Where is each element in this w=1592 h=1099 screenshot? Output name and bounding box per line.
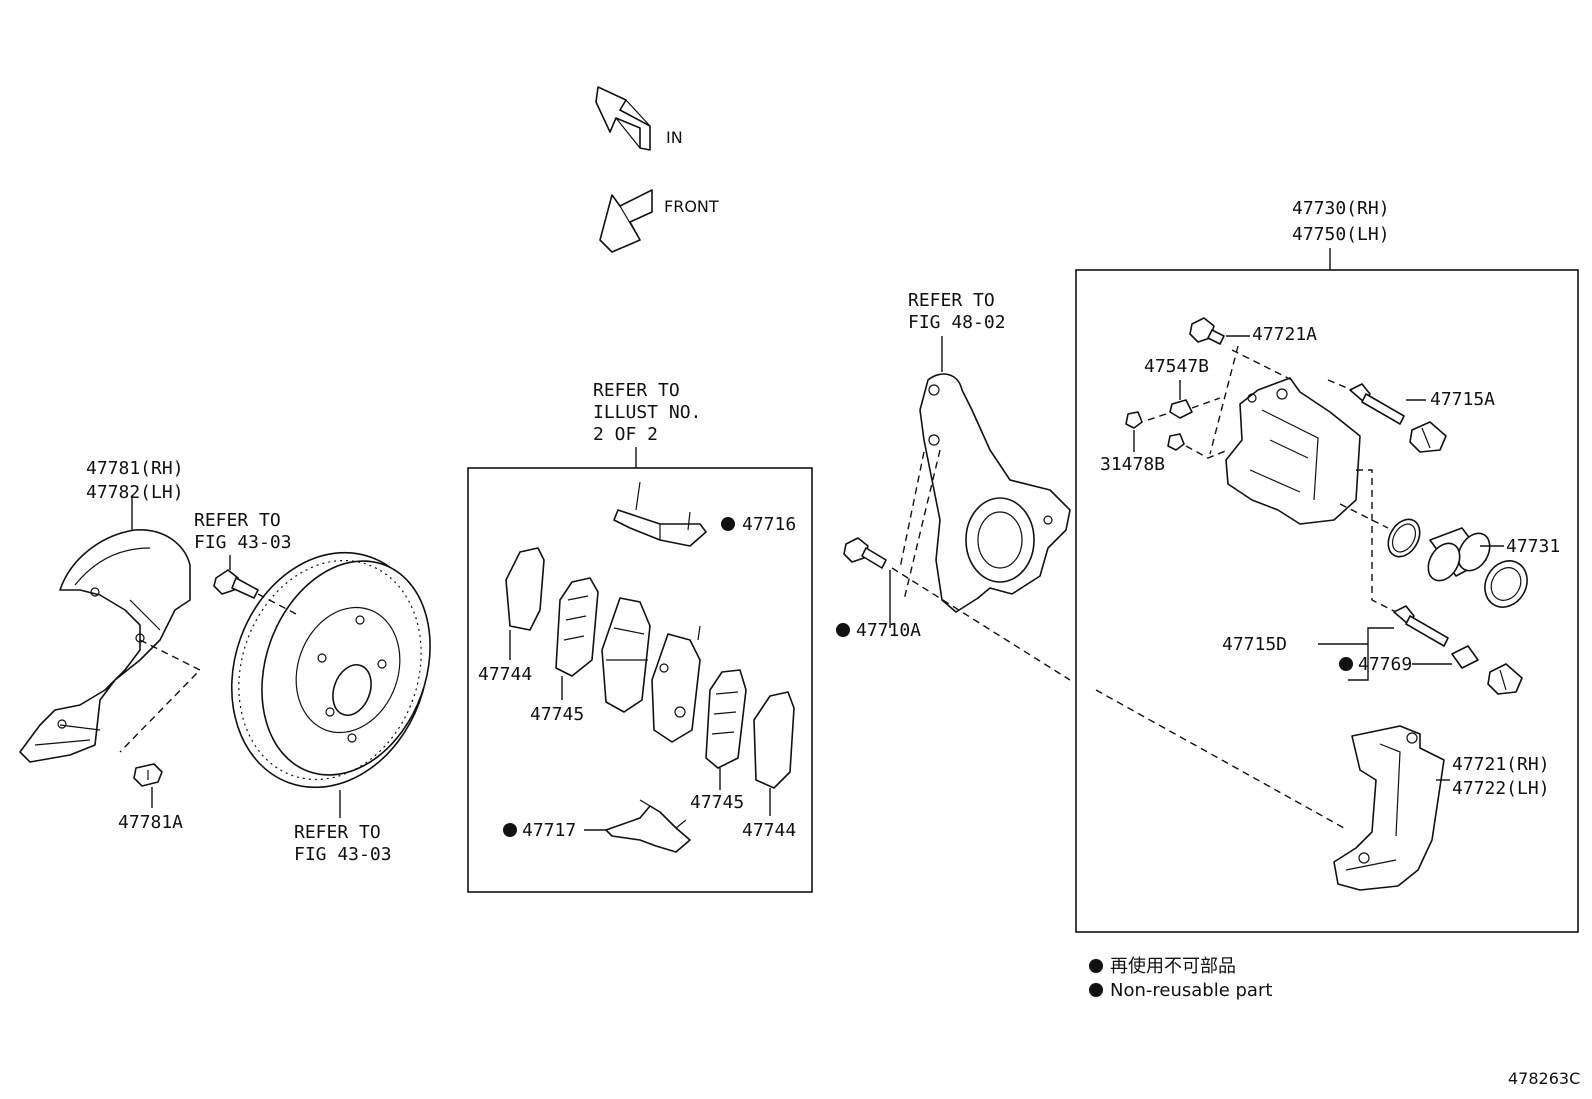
pad-shim-outer-left — [505, 547, 545, 631]
label-47547b: 47547B — [1144, 356, 1209, 377]
label-47716: 47716 — [742, 514, 796, 535]
pad-spring-lower — [605, 799, 691, 853]
legend-japanese: 再使用不可部品 — [1110, 956, 1236, 977]
label-47710a: 47710A — [856, 620, 921, 641]
label-47782-lh: 47782(LH) — [86, 482, 184, 503]
ref-illust-line2: ILLUST NO. — [593, 402, 701, 423]
label-47730-rh: 47730(RH) — [1292, 198, 1390, 219]
slide-pin-lower — [1393, 605, 1449, 647]
label-47750-lh: 47750(LH) — [1292, 224, 1390, 245]
caliper-bolt-47721a — [1189, 317, 1225, 345]
label-47715d: 47715D — [1222, 634, 1287, 655]
rotor-bolt — [213, 569, 259, 599]
legend-dot-2 — [1089, 983, 1103, 997]
bleeder-cap-2 — [1167, 433, 1185, 451]
ref-illust-line3: 2 OF 2 — [593, 424, 658, 445]
ref-fig4802-line2: FIG 48-02 — [908, 312, 1006, 333]
caliper-body — [1225, 377, 1361, 525]
shield-bolt — [133, 763, 163, 787]
knuckle-dash-upper2 — [903, 449, 941, 601]
dash-47715a — [1327, 379, 1353, 391]
label-47717: 47717 — [522, 820, 576, 841]
brake-rotor — [230, 551, 431, 789]
ref-fig4303b-line2: FIG 43-03 — [294, 844, 392, 865]
bleeder-cap — [1125, 411, 1143, 429]
label-47745-right: 47745 — [690, 792, 744, 813]
brake-pad-left — [601, 597, 651, 713]
caliper-box — [1075, 269, 1579, 933]
pad-shim-outer-right — [753, 691, 795, 789]
label-47721-rh: 47721(RH) — [1452, 754, 1550, 775]
dash-47547b — [1147, 397, 1221, 421]
label-47731: 47731 — [1506, 536, 1560, 557]
label-47744-left: 47744 — [478, 664, 532, 685]
caliper-mounting-bracket — [1333, 725, 1445, 891]
ref-fig4303a-line2: FIG 43-03 — [194, 532, 292, 553]
piston-boot — [1484, 560, 1528, 608]
dash-piston — [1339, 503, 1389, 529]
pad-spring-upper — [613, 481, 707, 547]
dash-lower-pin — [1356, 469, 1401, 615]
label-47745-left: 47745 — [530, 704, 584, 725]
ref-fig4802-line1: REFER TO — [908, 290, 995, 311]
dust-shield — [19, 529, 202, 763]
slide-pin-upper — [1349, 383, 1405, 425]
figure-id: 478263C — [1508, 1069, 1580, 1088]
knuckle-bolt — [843, 537, 887, 569]
label-47769: 47769 — [1358, 654, 1412, 675]
in-label: IN — [666, 128, 683, 147]
dash-47721a — [1209, 345, 1293, 455]
non-reusable-dot-47769 — [1339, 657, 1353, 671]
dash-31478b — [1185, 445, 1229, 459]
label-47722-lh: 47722(LH) — [1452, 778, 1550, 799]
ref-illust-line1: REFER TO — [593, 380, 680, 401]
leader-47715d-pin — [1348, 627, 1394, 681]
legend-dot-1 — [1089, 959, 1103, 973]
label-31478b: 31478B — [1100, 454, 1165, 475]
legend-english: Non-reusable part — [1110, 980, 1272, 1001]
dash-bracket — [1095, 689, 1345, 829]
front-arrow-icon — [599, 189, 653, 253]
pin-boot-lower — [1487, 663, 1523, 695]
non-reusable-dot-47710a — [836, 623, 850, 637]
brake-pad-right — [651, 625, 701, 743]
label-47781a: 47781A — [118, 812, 183, 833]
label-47721a: 47721A — [1252, 324, 1317, 345]
steering-knuckle — [919, 373, 1071, 613]
non-reusable-dot-47716 — [721, 517, 735, 531]
pin-boot-upper — [1409, 421, 1447, 453]
label-47781-rh: 47781(RH) — [86, 458, 184, 479]
knuckle-dash-upper — [899, 451, 925, 569]
piston-seal — [1387, 518, 1421, 558]
in-arrow-icon — [595, 86, 651, 151]
bleeder-screw — [1169, 399, 1193, 419]
label-47715a: 47715A — [1430, 389, 1495, 410]
pad-kit-box — [467, 467, 813, 893]
front-label: FRONT — [664, 197, 719, 216]
pin-bushing — [1451, 645, 1479, 669]
pad-shim-inner-left — [555, 577, 599, 677]
label-47744-right: 47744 — [742, 820, 796, 841]
ref-fig4303b-line1: REFER TO — [294, 822, 381, 843]
pad-shim-inner-right — [705, 669, 747, 769]
ref-fig4303a-line1: REFER TO — [194, 510, 281, 531]
caliper-piston — [1427, 527, 1491, 582]
non-reusable-dot-47717 — [503, 823, 517, 837]
